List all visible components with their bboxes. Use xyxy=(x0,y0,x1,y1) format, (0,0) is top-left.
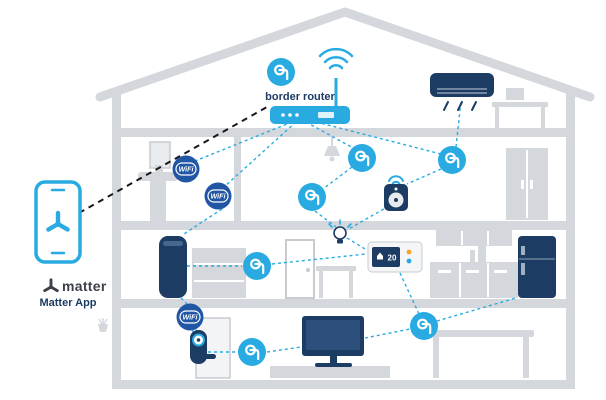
interior-wall xyxy=(234,137,241,221)
wifi-waves-icon xyxy=(318,47,354,70)
matter-app-caption: Matter App xyxy=(39,297,96,309)
pendant-lamp xyxy=(324,132,340,162)
tv-bench xyxy=(270,366,390,378)
plant xyxy=(98,318,108,332)
side-table xyxy=(316,266,356,298)
matter-wordmark: matter xyxy=(62,278,107,294)
ground-slab xyxy=(112,380,575,389)
television xyxy=(302,316,364,367)
airflow-lines xyxy=(443,101,477,111)
kitchen-counter xyxy=(430,246,518,298)
matter-logo-icon xyxy=(43,278,59,293)
connection-line xyxy=(223,121,297,188)
attic-desk xyxy=(492,88,548,128)
light-bulb-icon xyxy=(333,226,347,240)
thermostat: 20 xyxy=(367,241,423,273)
thread-badge-icon xyxy=(265,56,297,88)
connection-line xyxy=(406,168,442,185)
connection-line xyxy=(266,346,302,353)
refrigerator xyxy=(518,236,556,298)
router-led xyxy=(281,113,285,117)
phone-to-router-link xyxy=(78,106,268,214)
border-router-label: border router xyxy=(265,91,335,103)
thermostat-value: 20 xyxy=(388,254,397,263)
connection-line xyxy=(314,210,337,228)
thread-badge-icon xyxy=(408,310,440,342)
connection-line xyxy=(183,208,223,235)
bathroom-sink xyxy=(138,165,178,221)
wardrobe xyxy=(506,148,548,220)
connection-line xyxy=(346,237,371,253)
roof xyxy=(95,7,595,102)
light-rays-icon xyxy=(328,219,352,228)
left-wall xyxy=(112,92,121,388)
smart-speaker xyxy=(159,236,187,298)
floor-slab-1 xyxy=(121,128,566,137)
connection-line xyxy=(194,121,293,162)
matter-branding: matter Matter App xyxy=(39,278,106,309)
house-icon xyxy=(377,252,383,260)
connection-line xyxy=(346,205,390,231)
dining-table xyxy=(428,330,534,378)
wifi-badge-label: WiFi xyxy=(178,165,194,174)
router-led xyxy=(288,113,292,117)
connection-line xyxy=(180,297,189,306)
border-router: border router xyxy=(265,47,354,124)
wifi-badge: WiFi xyxy=(172,155,200,183)
house-structure xyxy=(95,7,595,389)
wifi-badge-label: WiFi xyxy=(210,192,226,201)
right-wall xyxy=(566,92,575,388)
door-handle xyxy=(202,354,216,359)
furniture xyxy=(98,88,548,379)
wifi-badge: WiFi xyxy=(176,303,204,331)
thread-badge-icon xyxy=(296,181,328,213)
connection-line xyxy=(271,253,367,265)
smart-plug xyxy=(384,175,408,211)
thermostat-button-cool xyxy=(406,258,412,264)
connection-line xyxy=(322,166,353,190)
smart-bulb xyxy=(328,219,352,244)
interior-door xyxy=(285,239,315,299)
floor-slab-3 xyxy=(121,299,566,308)
bookshelf xyxy=(192,248,246,298)
wifi-badge: WiFi xyxy=(204,182,232,210)
thermostat-screen xyxy=(372,247,400,267)
router-body xyxy=(270,106,350,124)
connection-line xyxy=(455,100,462,148)
connection-line-black xyxy=(78,106,268,214)
thermostat-button-warm xyxy=(406,249,412,255)
thread-badge-icon xyxy=(346,142,378,174)
kitchen-upper-cabinet xyxy=(436,230,512,246)
signal-waves-icon xyxy=(388,175,404,185)
connection-line xyxy=(364,328,411,339)
wifi-badge-label: WiFi xyxy=(182,313,198,322)
thread-badge-icon xyxy=(436,144,468,176)
thread-badge-icon xyxy=(236,336,268,368)
router-led xyxy=(295,113,299,117)
air-conditioner xyxy=(430,73,494,111)
connection-line xyxy=(436,297,517,322)
smartphone xyxy=(34,180,82,264)
thread-network-links xyxy=(180,100,517,353)
router-port xyxy=(318,112,334,118)
floor-slab-2 xyxy=(121,221,566,230)
thread-badge-icon xyxy=(241,250,273,282)
smart-door-lock xyxy=(190,330,216,364)
connection-line xyxy=(399,272,420,315)
